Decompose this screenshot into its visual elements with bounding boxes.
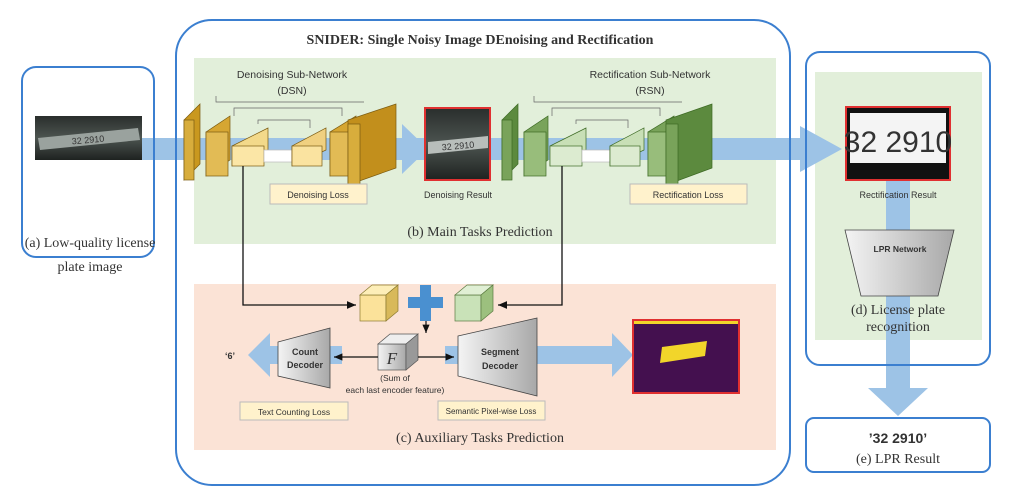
- rectification-result-image: 32 2910: [844, 106, 952, 181]
- denoising-loss-label: Denoising Loss: [287, 190, 349, 200]
- input-caption-2: plate image: [58, 260, 123, 275]
- denoising-result-image: 32 2910: [424, 107, 491, 181]
- rectification-result-label: Rectification Result: [859, 190, 937, 200]
- input-caption: (a) Low-quality license: [25, 236, 156, 251]
- feature-note-2: each last encoder feature): [346, 385, 445, 395]
- feature-note: (Sum of: [380, 373, 410, 383]
- rsn-feature-cube: [454, 284, 494, 322]
- text-counting-loss-label: Text Counting Loss: [258, 407, 330, 417]
- rsn-feature-connector: [498, 166, 563, 309]
- segment-decoder: Segment Decoder: [457, 317, 538, 397]
- svg-text:Decoder: Decoder: [287, 360, 324, 370]
- svg-text:32 2910: 32 2910: [71, 134, 104, 147]
- text-counting-loss-box: [239, 401, 349, 421]
- recognition-caption: (d) License plate: [851, 303, 945, 318]
- snider-frame: [175, 19, 791, 486]
- count-decoder: Count Decoder: [277, 327, 331, 389]
- dsn-feature-connector: [242, 166, 356, 309]
- svg-text:32 2910: 32 2910: [844, 126, 952, 159]
- denoising-result-label: Denoising Result: [424, 190, 493, 200]
- dsn-encoder-decoder: [183, 96, 397, 186]
- fused-feature-cube: F: [377, 333, 419, 371]
- denoising-loss-box: [269, 183, 368, 205]
- rectification-loss-box: [629, 183, 748, 205]
- recognition-caption-2: recognition: [866, 320, 930, 335]
- count-output: ‘6’: [225, 351, 235, 361]
- svg-text:32 2910: 32 2910: [441, 140, 474, 153]
- lpr-result-caption: (e) LPR Result: [856, 452, 940, 467]
- rsn-encoder-decoder: [501, 96, 713, 186]
- lpr-result-value: ’32 2910’: [869, 430, 927, 446]
- plus-icon: [408, 285, 443, 321]
- result-frame: [805, 417, 991, 473]
- diagram-title: SNIDER: Single Noisy Image DEnoising and…: [307, 33, 654, 48]
- input-frame: [21, 66, 155, 258]
- dsn-label: Denoising Sub-Network: [237, 69, 348, 81]
- main-tasks-caption: (b) Main Tasks Prediction: [407, 225, 552, 240]
- semantic-loss-box: [437, 400, 546, 421]
- svg-text:Segment: Segment: [481, 347, 519, 357]
- aux-tasks-caption: (c) Auxiliary Tasks Prediction: [396, 431, 564, 446]
- svg-text:Count: Count: [292, 347, 318, 357]
- dsn-feature-cube: [359, 284, 399, 322]
- input-plate-image: 32 2910: [35, 116, 142, 160]
- segmentation-result-image: [632, 319, 740, 394]
- svg-text:LPR Network: LPR Network: [874, 244, 927, 254]
- svg-text:Decoder: Decoder: [482, 361, 519, 371]
- dsn-label-2: (DSN): [277, 85, 306, 97]
- segment-output-arrow: [445, 333, 633, 377]
- svg-text:F: F: [386, 349, 398, 368]
- recognition-frame: [805, 51, 991, 366]
- rsn-label-2: (RSN): [635, 85, 664, 97]
- rectification-loss-label: Rectification Loss: [653, 190, 724, 200]
- semantic-loss-label: Semantic Pixel-wise Loss: [446, 407, 537, 416]
- rsn-label: Rectification Sub-Network: [590, 69, 712, 81]
- lpr-network: LPR Network: [844, 229, 955, 297]
